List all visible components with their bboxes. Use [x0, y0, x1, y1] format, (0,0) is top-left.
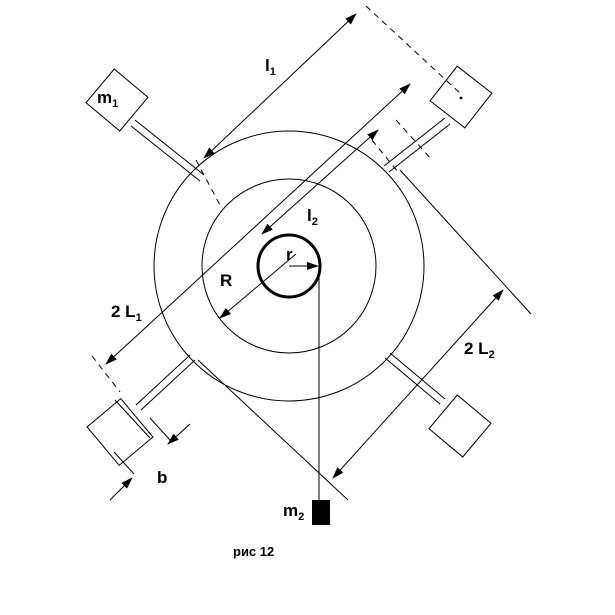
dash-l1-end [365, 5, 463, 96]
dash-l1-start [195, 159, 221, 206]
dash-lower-left [91, 355, 121, 393]
label-m2: m2 [283, 501, 304, 523]
label-m1: m1 [97, 88, 118, 110]
label-b: b [157, 468, 167, 487]
weight-upper-right [429, 65, 493, 129]
label-R: R [220, 271, 232, 290]
dimension-2L2 [332, 289, 504, 479]
rod-lower-left [135, 354, 196, 411]
label-l2: l2 [307, 206, 318, 228]
dimension-2L1 [105, 83, 411, 365]
label-r: r [286, 245, 293, 264]
rod-upper-right [383, 117, 451, 173]
label-2L1: 2 L1 [111, 302, 142, 324]
dimension-b-ext2 [149, 417, 171, 441]
figure-caption: рис 12 [233, 544, 274, 559]
dimension-b-ext1 [113, 451, 135, 475]
dimension-b-arrow1 [109, 477, 133, 501]
weight-lower-left [86, 398, 154, 466]
label-2L2: 2 L2 [464, 339, 495, 361]
rod-lower-right [384, 352, 446, 405]
label-l1: l1 [265, 56, 276, 78]
rod-upper-left [130, 119, 205, 182]
dash-upper-right-inner [395, 119, 433, 161]
dimension-b-arrow2 [167, 423, 191, 445]
dimension-l2 [261, 129, 379, 235]
dash-upper-right-inner2 [371, 139, 399, 173]
weight-lower-right [428, 394, 492, 458]
ext-line-2L2-lower [197, 359, 349, 501]
dimension-R [219, 253, 297, 319]
dimension-l1 [203, 13, 357, 159]
mass-m2 [312, 500, 330, 525]
ext-line-2L2-upper [399, 169, 532, 315]
